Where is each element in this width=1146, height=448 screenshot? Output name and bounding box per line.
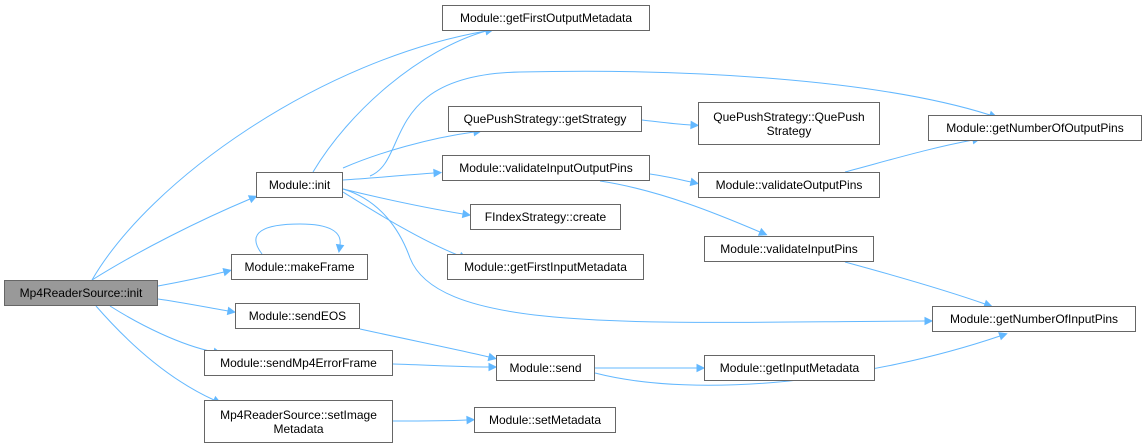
- node-quepushstrategy-getstrategy[interactable]: QuePushStrategy::getStrategy: [448, 106, 642, 132]
- node-module-getnumberofoutputpins[interactable]: Module::getNumberOfOutputPins: [928, 115, 1142, 141]
- node-module-init[interactable]: Module::init: [256, 172, 343, 198]
- edge-init-to-quegetstrategy: [342, 131, 475, 169]
- edge-validateout-to-getnumout: [844, 139, 974, 173]
- node-module-getnumberofinputpins[interactable]: Module::getNumberOfInputPins: [932, 306, 1136, 332]
- node-mp4readersource-init: Mp4ReaderSource::init: [4, 280, 158, 306]
- arrowhead-validateio-to-validateout: [689, 177, 699, 187]
- arrowhead-init-to-validateio: [433, 168, 443, 178]
- arrowhead-send-to-getnumin: [998, 332, 1008, 341]
- arrowhead-mp4-to-moduleinit: [247, 195, 258, 204]
- edge-init-to-findex: [342, 188, 464, 215]
- edge-sendeos-to-send: [359, 328, 490, 358]
- edge-mp4-to-sendmp4err: [109, 305, 215, 353]
- arrowhead-sendmp4err-to-send: [488, 362, 498, 372]
- edge-mp4-to-makeframe: [157, 271, 225, 287]
- node-quepushstrategy-quepushstrategy[interactable]: QuePushStrategy::QuePush Strategy: [698, 102, 880, 145]
- arrowhead-init-to-getnuminput: [924, 316, 934, 326]
- edge-init-to-getfirstinput: [342, 191, 461, 257]
- edge-mp4-to-moduleinit: [91, 198, 251, 281]
- arrowhead-validateio-to-validatein: [757, 227, 768, 236]
- edge-send-to-getnumin: [594, 335, 1001, 386]
- node-module-validateinputpins[interactable]: Module::validateInputPins: [704, 236, 874, 262]
- edge-sendmp4err-to-send: [392, 363, 490, 368]
- edge-validateio-to-validateout: [649, 173, 692, 183]
- edge-init-to-getnuminput: [342, 188, 926, 323]
- arrowhead-makeframe-self: [335, 243, 345, 254]
- edge-setimagemeta-to-setmetadata: [392, 419, 468, 422]
- node-module-getfirstinputmetadata[interactable]: Module::getFirstInputMetadata: [447, 254, 644, 280]
- edge-mp4-to-setimagemeta: [95, 305, 215, 401]
- node-module-sendmp4errorframe[interactable]: Module::sendMp4ErrorFrame: [204, 350, 393, 376]
- node-module-sendeos[interactable]: Module::sendEOS: [235, 303, 360, 329]
- arrowhead-init-to-findex: [461, 209, 472, 219]
- node-module-getfirstoutputmetadata[interactable]: Module::getFirstOutputMetadata: [442, 5, 650, 31]
- node-module-getinputmetadata[interactable]: Module::getInputMetadata: [704, 355, 875, 381]
- arrowhead-sendeos-to-send: [487, 352, 497, 362]
- arrowhead-setimagemeta-to-setmetadata: [466, 415, 476, 425]
- edge-mp4-to-sendeos: [157, 298, 229, 312]
- arrowhead-send-to-getinputmeta: [696, 363, 706, 373]
- node-module-validateoutputpins[interactable]: Module::validateOutputPins: [698, 172, 880, 198]
- edge-validatein-to-getnumin: [844, 261, 986, 305]
- node-module-validateinputoutputpins[interactable]: Module::validateInputOutputPins: [442, 155, 650, 181]
- edge-makeframe-self: [255, 223, 341, 255]
- edge-init-to-getnumout: [369, 70, 991, 177]
- edge-quegetstrategy-to-quepush: [641, 119, 692, 126]
- node-module-send[interactable]: Module::send: [496, 355, 595, 381]
- node-module-setmetadata[interactable]: Module::setMetadata: [474, 407, 616, 433]
- arrowhead-mp4-to-sendeos: [226, 306, 236, 316]
- edge-validateio-to-validatein: [599, 180, 761, 233]
- edge-init-to-getfirstoutput: [312, 30, 487, 173]
- node-mp4readersource-setimagemetadata[interactable]: Mp4ReaderSource::setImage Metadata: [204, 400, 393, 443]
- edge-init-to-validateio: [342, 172, 435, 181]
- node-findexstrategy-create[interactable]: FIndexStrategy::create: [470, 204, 621, 230]
- arrowhead-mp4-to-makeframe: [222, 267, 232, 277]
- edge-mp4-to-getfirstoutput: [91, 30, 487, 281]
- node-module-makeframe[interactable]: Module::makeFrame: [231, 254, 368, 280]
- arrowhead-quegetstrategy-to-quepush: [690, 120, 700, 130]
